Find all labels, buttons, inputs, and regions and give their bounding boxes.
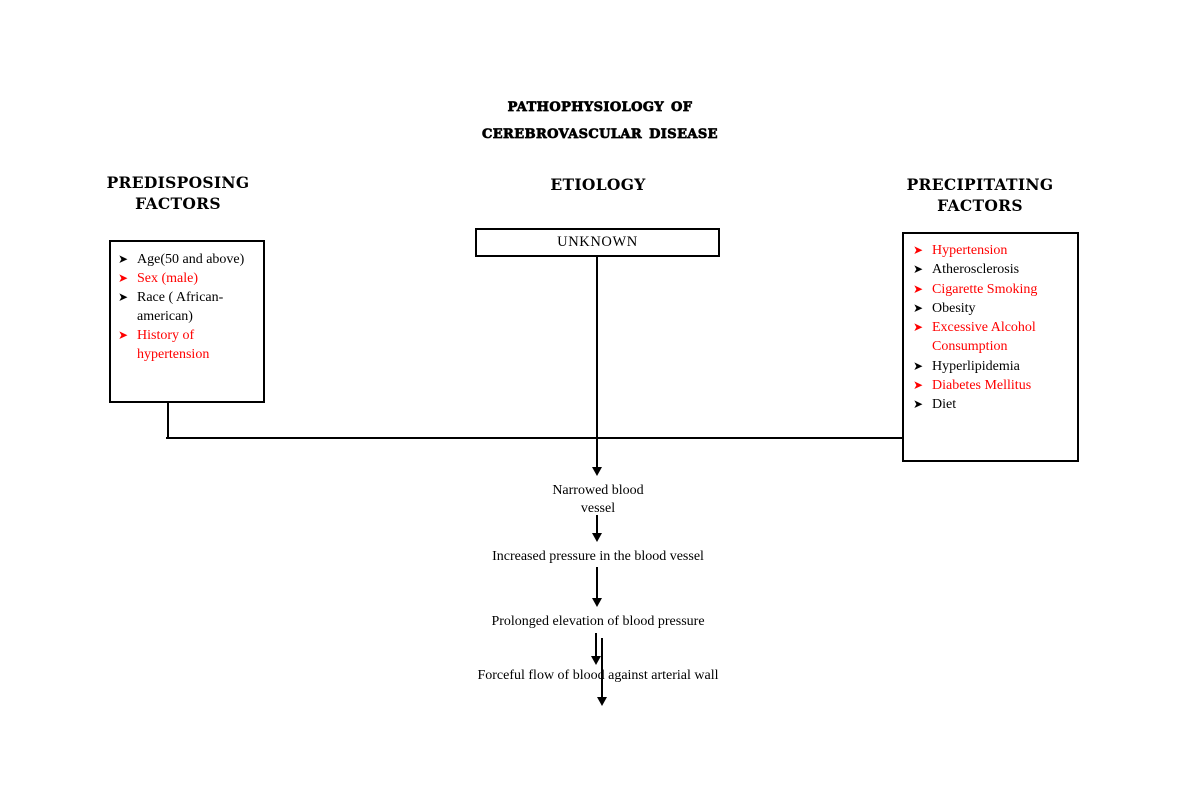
connector-unknown-to-narrowed [596,257,598,469]
flow-step-narrowed-blood-vessel: Narrowed blood vessel [498,482,698,518]
bullet-arrow-icon: ➤ [118,290,129,304]
bullet-arrow-icon: ➤ [913,243,924,257]
precipitating-factors-list: ➤ Hypertension ➤ Atherosclerosis ➤ Cigarette … [904,234,1077,415]
factor-list-item-label: Atherosclerosis [932,262,1020,278]
column-header-predisposing-factors: PREDISPOSING FACTORS [88,172,268,214]
factor-list-item-label: Age(50 and above) [137,252,245,267]
factor-list-item-label: History of hypertension [137,328,210,362]
factor-list-item: ➤ Excessive Alcohol Consumption [912,318,1073,357]
bullet-arrow-icon: ➤ [118,271,129,285]
factor-list-item: ➤ Race ( African-american) [117,288,259,326]
bullet-arrow-icon: ➤ [913,397,924,412]
factor-list-item-label: Hypertension [932,243,1008,258]
bullet-arrow-icon: ➤ [118,252,129,266]
flow-step-increased-pressure: Increased pressure in the blood vessel [492,549,704,564]
factor-list-item: ➤ Diabetes Mellitus [912,376,1073,395]
arrowhead-prolonged-to-forceful [591,656,601,665]
predisposing-factors-list: ➤ Age(50 and above) ➤ Sex (male) ➤ Race ( Afr… [111,242,263,364]
factor-list-item-label: Hyperlipidemia [932,358,1020,374]
column-header-etiology: ETIOLOGY [550,175,646,194]
column-header-precipitating-line-1: PRECIPITATING [906,175,1054,194]
flow-step-narrowed-line-1: Narrowed blood [552,483,644,498]
diagram-title-line-1: Pathophysiology of [507,94,693,117]
connector-forceful-outflow [601,638,603,702]
column-header-precipitating-line-2: FACTORS [937,196,1023,215]
factor-list-item: ➤ Sex (male) [117,269,259,288]
column-header-predisposing-line-2: FACTORS [135,194,221,213]
bullet-arrow-icon: ➤ [913,320,924,335]
factor-list-item-label: Race ( African-american) [137,290,224,324]
factor-list-item-label: Cigarette Smoking [932,281,1038,297]
arrowhead-forceful-outflow [597,697,607,706]
diagram-title-line-2: Cerebrovascular Disease [482,121,718,144]
bullet-arrow-icon: ➤ [913,281,924,296]
precipitating-factors-box: ➤ Hypertension ➤ Atherosclerosis ➤ Cigarette … [902,232,1079,462]
bullet-arrow-icon: ➤ [118,328,129,342]
bullet-arrow-icon: ➤ [913,358,924,373]
factor-list-item-label: Diet [932,397,957,413]
etiology-unknown-box: UNKNOWN [475,228,720,257]
flow-step-narrowed-line-2: vessel [580,501,616,516]
factor-list-item: ➤ Hyperlipidemia [912,357,1073,376]
factor-list-item-label: Sex (male) [137,271,199,286]
factor-list-item: ➤ History of hypertension [117,326,259,364]
factor-list-item: ➤ Hypertension [912,241,1073,260]
connector-predisposing-stem [167,402,169,439]
flow-step-prolonged-elevation: Prolonged elevation of blood pressure [491,614,705,629]
connector-horizontal-bus [166,437,903,439]
column-header-predisposing-line-1: PREDISPOSING [106,173,250,192]
bullet-arrow-icon: ➤ [913,262,924,277]
factor-list-item: ➤ Atherosclerosis [912,260,1073,279]
connector-prolonged-to-forceful [595,633,597,660]
bullet-arrow-icon: ➤ [913,300,924,315]
flow-step-forceful-flow: Forceful flow of blood against arterial … [477,668,719,683]
factor-list-item: ➤ Obesity [912,299,1073,318]
factor-list-item-label: Diabetes Mellitus [932,378,1032,394]
connector-increased-to-prolonged [596,567,598,603]
arrowhead-unknown-to-narrowed [592,467,602,476]
predisposing-factors-box: ➤ Age(50 and above) ➤ Sex (male) ➤ Race ( Afr… [109,240,265,403]
factor-list-item: ➤ Cigarette Smoking [912,280,1073,299]
factor-list-item-label: Obesity [932,300,976,316]
connector-narrowed-to-increased [596,515,598,536]
factor-list-item-label: Excessive Alcohol Consumption [932,320,1036,355]
arrowhead-increased-to-prolonged [592,598,602,607]
factor-list-item: ➤ Diet [912,395,1073,414]
arrowhead-narrowed-to-increased [592,533,602,542]
factor-list-item: ➤ Age(50 and above) [117,250,259,269]
bullet-arrow-icon: ➤ [913,378,924,393]
column-header-precipitating-factors: PRECIPITATING FACTORS [890,174,1070,216]
etiology-unknown-label: UNKNOWN [557,234,638,250]
diagram-title: Pathophysiology of Cerebrovascular Disea… [0,92,1200,146]
